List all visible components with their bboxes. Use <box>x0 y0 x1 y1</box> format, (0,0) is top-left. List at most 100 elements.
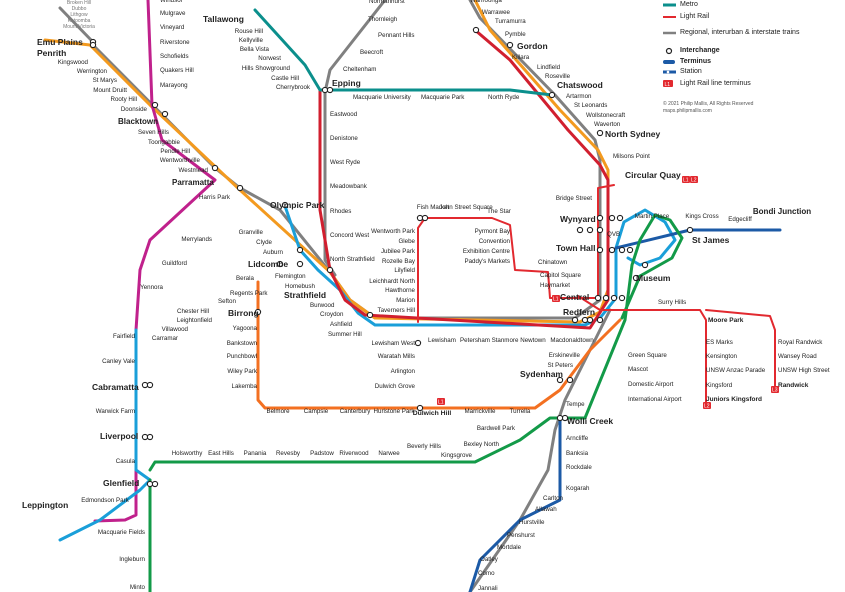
interchange-marker <box>626 246 634 254</box>
station-label-wansey-road: Wansey Road <box>778 353 817 360</box>
station-label-wentworth-park: Wentworth Park <box>371 228 416 235</box>
station-label-marion: Marion <box>396 297 415 304</box>
station-label-wolli-creek: Wolli Creek <box>567 416 613 426</box>
station-label-glenfield: Glenfield <box>103 478 139 488</box>
station-label-rozelle-bay: Rozelle Bay <box>382 258 416 265</box>
station-label-glebe: Glebe <box>398 238 415 245</box>
station-label-taverners-hill: Taverners Hill <box>378 307 415 314</box>
interchange-marker <box>151 101 159 109</box>
station-label-riverwood: Riverwood <box>339 450 369 457</box>
station-label-campsie: Campsie <box>304 408 329 415</box>
lr-badge-text: L1 <box>553 297 559 303</box>
station-label-beverly-hills: Beverly Hills <box>407 443 441 450</box>
station-label-circular-quay: Circular Quay <box>625 170 681 180</box>
station-label-berala: Berala <box>236 275 254 282</box>
interchange-marker <box>596 246 604 254</box>
station-label-fish-market: Fish Market <box>417 204 450 211</box>
station-label-east-hills: East Hills <box>208 450 234 457</box>
station-label-allawah: Allawah <box>535 506 557 513</box>
regional-station: Mount Victoria <box>63 24 95 30</box>
station-label-sydenham: Sydenham <box>520 369 563 379</box>
station-label-clyde: Clyde <box>256 239 272 246</box>
station-label-bardwell-park: Bardwell Park <box>477 425 516 432</box>
station-label-regents-park: Regents Park <box>230 290 268 297</box>
station-label-artarmon: Artarmon <box>566 93 592 100</box>
station-label-oatley: Oatley <box>480 556 499 563</box>
station-label-central: Central <box>560 292 589 302</box>
station-label-unsw-high-street: UNSW High Street <box>778 367 830 374</box>
interchange-marker <box>548 91 556 99</box>
station-label-hurstville: Hurstville <box>519 519 545 526</box>
station-label-rouse-hill: Rouse Hill <box>235 28 263 35</box>
station-label-seven-hills: Seven Hills <box>138 129 169 136</box>
station-label-royal-randwick: Royal Randwick <box>778 339 823 346</box>
station-label-tallawong: Tallawong <box>203 14 244 24</box>
station-label-bridge-street: Bridge Street <box>556 195 592 202</box>
station-label-moore-park: Moore Park <box>708 317 744 324</box>
station-label-kogarah: Kogarah <box>566 485 590 492</box>
interchange-marker <box>594 294 602 302</box>
interchange-marker <box>581 316 589 324</box>
lightrail-line <box>705 309 776 391</box>
station-label-liverpool: Liverpool <box>100 431 138 441</box>
station-label-lidcombe: Lidcombe <box>248 259 288 269</box>
station-label-kingsgrove: Kingsgrove <box>441 452 473 459</box>
interchange-marker <box>472 26 480 34</box>
station-label-bankstown: Bankstown <box>227 340 258 347</box>
station-label-wollstonecraft: Wollstonecraft <box>586 112 625 119</box>
legend-terminus-label: Terminus <box>680 58 711 65</box>
interchange-marker <box>610 294 618 302</box>
station-label-west-ryde: West Ryde <box>330 159 361 166</box>
station-label-turramurra: Turramurra <box>495 18 526 25</box>
lightrail-line <box>417 217 599 323</box>
station-label-town-hall: Town Hall <box>556 243 596 253</box>
station-label-leichhardt-north: Leichhardt North <box>369 278 415 285</box>
station-label-penrith: Penrith <box>37 48 66 58</box>
website-text: maps.philipmallis.com <box>663 108 712 114</box>
station-label-ingleburn: Ingleburn <box>119 556 145 563</box>
station-label-macdonaldtown: Macdonaldtown <box>550 337 594 344</box>
station-label-wiley-park: Wiley Park <box>227 368 257 375</box>
station-label-kellyville: Kellyville <box>239 37 264 44</box>
station-label-auburn: Auburn <box>263 249 284 256</box>
station-label-vineyard: Vineyard <box>160 24 185 31</box>
station-label-st-marys: St Marys <box>93 77 117 84</box>
station-label-banksia: Banksia <box>566 450 589 457</box>
interchange-marker <box>556 414 564 422</box>
interchange-marker <box>586 316 594 324</box>
interchange-marker <box>321 86 329 94</box>
station-label-emu-plains: Emu Plains <box>37 37 83 47</box>
station-label-parramatta: Parramatta <box>172 178 214 187</box>
station-label-warwick-farm: Warwick Farm <box>96 408 135 415</box>
station-label-wynyard: Wynyard <box>560 214 596 224</box>
station-label-bondi-junction: Bondi Junction <box>753 207 811 216</box>
station-label-narwee: Narwee <box>378 450 400 457</box>
lightrail-line <box>577 295 707 403</box>
station-label-summer-hill: Summer Hill <box>328 331 362 338</box>
lr-badge: L1 <box>552 295 560 303</box>
station-label-unsw-anzac-parade: UNSW Anzac Parade <box>706 367 766 374</box>
station-label-edmondson-park: Edmondson Park <box>81 497 129 504</box>
legend-interchange-icon <box>665 47 673 55</box>
t5-line <box>93 0 217 523</box>
station-label-beecroft: Beecroft <box>360 49 383 56</box>
station-label-arncliffe: Arncliffe <box>566 435 589 442</box>
regional-station: Katoomba <box>67 18 91 24</box>
lr-badge-text: L2 <box>704 404 710 410</box>
station-label-fairfield: Fairfield <box>113 333 136 340</box>
interchange-marker <box>596 316 604 324</box>
station-label-normanhurst: Normanhurst <box>369 0 405 5</box>
station-label-casula: Casula <box>116 458 136 465</box>
station-label-doonside: Doonside <box>121 106 148 113</box>
interchange-marker <box>586 226 594 234</box>
interchange-marker <box>146 433 154 441</box>
station-label-eastwood: Eastwood <box>330 111 358 118</box>
station-label-castle-hill: Castle Hill <box>271 75 299 82</box>
station-label-paddys-markets: Paddy's Markets <box>464 258 510 265</box>
station-label-birrong: Birrong <box>228 308 259 318</box>
station-label-cheltenham: Cheltenham <box>343 66 376 73</box>
interchange-marker <box>602 294 610 302</box>
interchange-marker <box>366 311 374 319</box>
legend-lr-badge-text: L1 <box>665 82 671 88</box>
station-label-north-sydney: North Sydney <box>605 129 661 139</box>
